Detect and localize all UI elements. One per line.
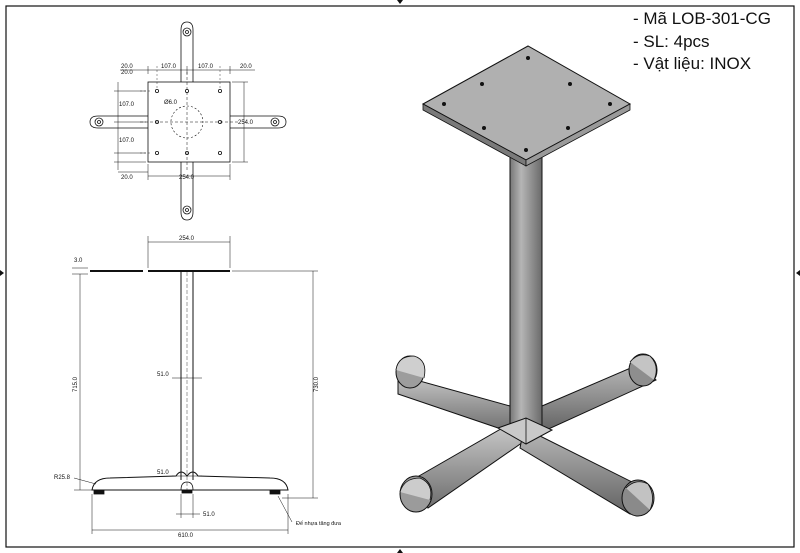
dim-107-left-top: 107.0 <box>119 102 135 108</box>
top-view-labels: 20.0 107.0 107.0 20.0 20.0 107.0 107.0 2… <box>119 64 254 181</box>
dim-hole-diameter: Ø6.0 <box>164 100 178 106</box>
dim-r25: R25.8 <box>54 475 71 481</box>
leg-right <box>230 115 287 129</box>
leg-bottom <box>180 162 194 221</box>
foot-note: Đế nhựa tăng đưa <box>296 521 342 527</box>
iso-leg-front-left <box>399 425 527 513</box>
base-profile <box>91 471 289 491</box>
dim-20-top-left: 20.0 <box>121 64 133 70</box>
iso-leg-front-right <box>519 427 655 517</box>
iso-column <box>509 149 543 427</box>
dim-107-top-right: 107.0 <box>198 64 214 70</box>
dim-3: 3.0 <box>74 258 83 264</box>
dim-715: 715.0 <box>73 376 79 392</box>
dim-20-bottom: 20.0 <box>121 175 133 181</box>
dim-610: 610.0 <box>178 533 194 539</box>
isometric-view <box>395 45 658 517</box>
dim-20-left: 20.0 <box>121 70 133 76</box>
leg-top <box>180 21 194 82</box>
iso-leg-back-left <box>395 355 511 433</box>
dim-254-bottom: 254.0 <box>179 175 195 181</box>
dim-107-left-bottom: 107.0 <box>119 138 135 144</box>
leg-left <box>89 115 148 129</box>
dim-51-upper: 51.0 <box>157 372 169 378</box>
top-view <box>89 21 287 221</box>
dim-20-top-right: 20.0 <box>240 64 252 70</box>
dim-51-lower: 51.0 <box>157 470 169 476</box>
product-code: - Mã LOB-301-CG <box>633 9 771 28</box>
dim-254-right: 254.0 <box>238 120 254 126</box>
quantity: - SL: 4pcs <box>633 31 710 51</box>
dim-254-top: 254.0 <box>179 236 195 242</box>
side-view-labels: 254.0 3.0 715.0 730.0 51.0 51.0 R25.8 51… <box>54 236 342 539</box>
iso-hub <box>496 417 554 445</box>
title-block: - Mã LOB-301-CG - SL: 4pcs - Vật liệu: I… <box>633 8 771 76</box>
material: - Vật liệu: INOX <box>633 54 752 73</box>
dim-107-top-left: 107.0 <box>161 64 177 70</box>
iso-plate <box>421 45 632 167</box>
dim-730: 730.0 <box>314 376 320 392</box>
side-view <box>72 236 318 534</box>
iso-leg-back-right <box>541 353 658 433</box>
dim-51-base: 51.0 <box>203 512 215 518</box>
